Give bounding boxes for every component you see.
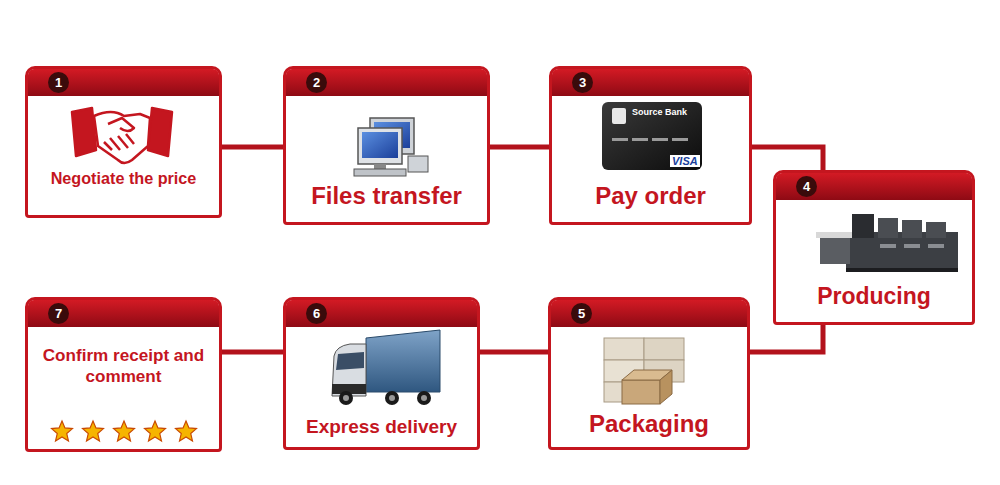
flow-connector: [490, 145, 549, 150]
step-tab: 4: [776, 173, 972, 200]
step-label: Packaging: [589, 410, 709, 439]
step-number: 5: [571, 303, 592, 324]
process-step-box: 3Pay order: [549, 66, 752, 225]
flow-connector: [222, 145, 283, 150]
process-step-box: 4Producing: [773, 170, 975, 325]
flow-connector: [480, 350, 548, 355]
step-label: Pay order: [595, 182, 706, 211]
truck-icon: [332, 330, 440, 405]
step-number: 6: [306, 303, 327, 324]
step-tab: 5: [551, 300, 747, 327]
step-tab: 7: [28, 300, 219, 327]
star: [52, 421, 73, 441]
step-label: Express delivery: [306, 416, 457, 439]
rating-stars: [52, 421, 197, 441]
star: [114, 421, 135, 441]
computer-icon: [354, 118, 428, 176]
process-step-box: 2Files transfer: [283, 66, 490, 225]
step-number: 4: [796, 176, 817, 197]
step-label: Files transfer: [311, 182, 462, 211]
flow-connector: [752, 147, 823, 170]
card-print: VISA: [670, 155, 700, 167]
step-tab: 6: [286, 300, 477, 327]
step-number: 2: [306, 72, 327, 93]
flow-connector: [750, 325, 823, 352]
step-label: Negotiate the price: [51, 169, 197, 188]
step-tab: 2: [286, 69, 487, 96]
step-label: Producing: [817, 283, 931, 311]
step-label: Confirm receipt and comment: [32, 346, 215, 387]
star: [145, 421, 166, 441]
flow-connector: [222, 350, 283, 355]
process-step-box: 7Confirm receipt and comment: [25, 297, 222, 452]
printing-press-icon: [816, 214, 958, 272]
cardboard-boxes-icon: [604, 338, 684, 404]
process-step-box: 6Express delivery: [283, 297, 480, 450]
credit-card-icon: [602, 102, 702, 170]
step-number: 3: [572, 72, 593, 93]
star: [83, 421, 104, 441]
process-step-box: 1Negotiate the price: [25, 66, 222, 218]
process-step-box: 5Packaging: [548, 297, 750, 450]
star: [176, 421, 197, 441]
step-number: 1: [48, 72, 69, 93]
handshake-icon: [72, 108, 172, 163]
step-tab: 1: [28, 69, 219, 96]
step-number: 7: [48, 303, 69, 324]
card-print: Source Bank: [630, 107, 689, 117]
step-tab: 3: [552, 69, 749, 96]
